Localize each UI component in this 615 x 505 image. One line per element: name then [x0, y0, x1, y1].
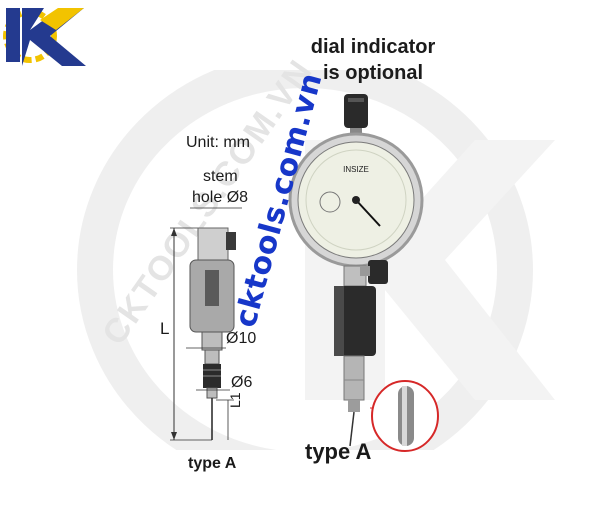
magnified-tip-callout [371, 380, 439, 452]
dial-brand: INSIZE [343, 165, 369, 174]
unit-label: Unit: mm [186, 134, 250, 151]
dim-L1-label: L1 [227, 392, 243, 408]
drawing-caption: type A [188, 455, 237, 472]
header-line1: dial indicator [310, 36, 436, 58]
header-line2: is optional [323, 62, 423, 84]
stem-hole-label: hole Ø8 [192, 189, 249, 206]
dim-d6-label: Ø6 [231, 374, 253, 391]
dim-d10-label: Ø10 [226, 330, 257, 347]
photo-caption: type A [305, 439, 372, 464]
header-dial-optional: dial indicator is optional [268, 34, 478, 86]
stem-label: stem [203, 168, 238, 185]
ck-logo [3, 8, 86, 66]
technical-drawing [170, 207, 242, 441]
dim-L-label: L [160, 319, 170, 338]
product-photo: INSIZE [288, 94, 424, 447]
